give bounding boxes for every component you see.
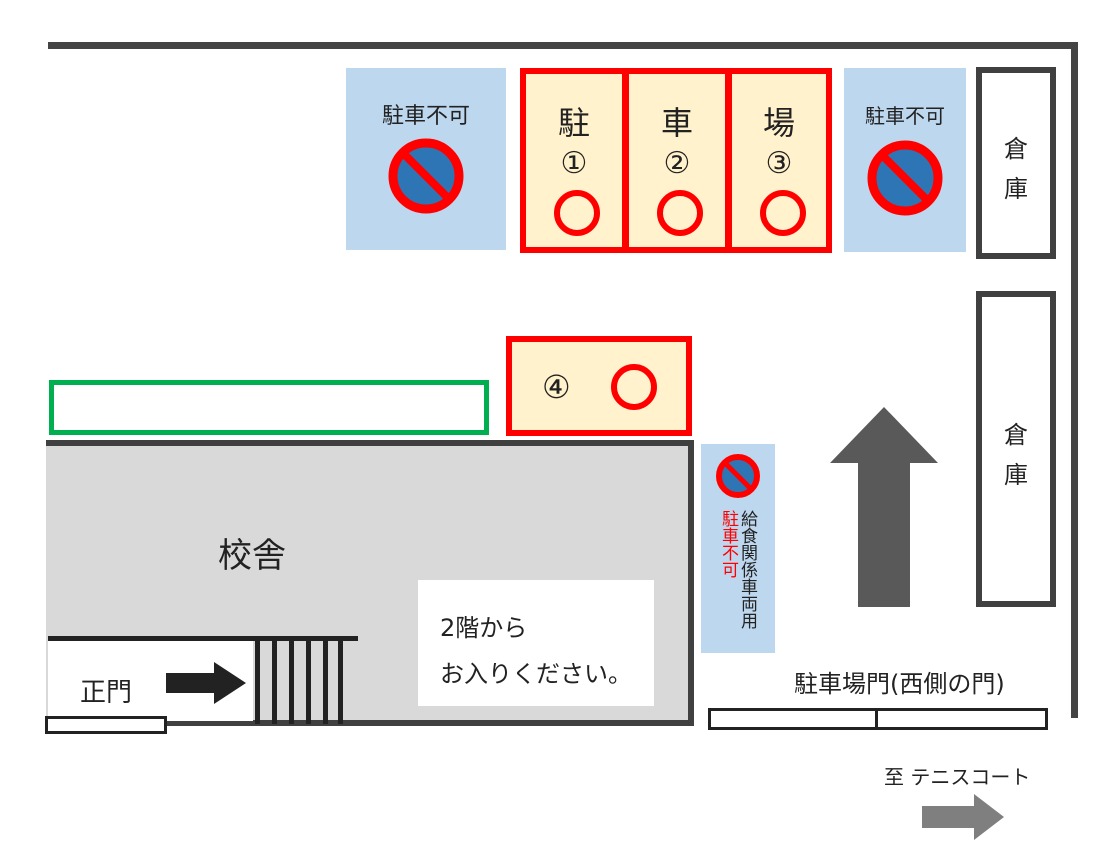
storage-shed-top: 倉庫 bbox=[976, 67, 1056, 259]
lunch-vehicle-text: 給食関係車両用 bbox=[737, 510, 757, 629]
no-parking-zone-right: 駐車不可 bbox=[844, 68, 966, 252]
tennis-court-label: 至 テニスコート bbox=[884, 765, 1031, 789]
steps-top-rail bbox=[48, 636, 358, 641]
no-parking-label: 駐車不可 bbox=[865, 104, 945, 128]
parking-gate-label: 駐車場門(西側の門) bbox=[794, 670, 1005, 698]
no-parking-icon bbox=[867, 140, 943, 216]
green-area bbox=[49, 380, 489, 435]
arrow-right-icon bbox=[922, 794, 1004, 840]
parking-slot-4: ④ bbox=[506, 336, 692, 436]
parking-gate-divider bbox=[875, 711, 878, 727]
step-line bbox=[272, 636, 277, 724]
entrance-note-line2: お入りください。 bbox=[440, 660, 632, 688]
available-circle-icon bbox=[760, 190, 806, 236]
main-gate bbox=[45, 716, 167, 734]
main-gate-label: 正門 bbox=[80, 678, 133, 708]
slot-char: 駐 bbox=[557, 104, 590, 142]
entrance-note: 2階から お入りください。 bbox=[418, 580, 654, 706]
parking-slot-3: 場 ③ bbox=[726, 68, 832, 253]
no-parking-icon bbox=[716, 454, 760, 498]
step-line bbox=[323, 636, 328, 724]
storage-label: 倉庫 bbox=[1004, 135, 1028, 203]
parking-slot-2: 車 ② bbox=[623, 68, 731, 253]
step-line bbox=[338, 636, 343, 724]
slot-number: ① bbox=[560, 146, 588, 181]
arrow-up-icon bbox=[830, 407, 938, 607]
step-line bbox=[289, 636, 294, 724]
no-parking-label: 駐車不可 bbox=[381, 104, 470, 129]
slot-number: ④ bbox=[542, 368, 571, 406]
right-wall bbox=[1071, 42, 1078, 718]
entrance-note-line1: 2階から bbox=[440, 614, 528, 642]
step-line bbox=[306, 636, 311, 724]
top-wall bbox=[48, 42, 1078, 49]
step-line bbox=[255, 636, 260, 724]
storage-shed-bottom: 倉庫 bbox=[976, 291, 1056, 607]
available-circle-icon bbox=[611, 364, 657, 410]
lunch-vehicle-zone: 駐車不可 給食関係車両用 bbox=[701, 444, 775, 653]
slot-char: 車 bbox=[660, 104, 693, 142]
available-circle-icon bbox=[554, 190, 600, 236]
school-label: 校舎 bbox=[218, 536, 286, 576]
available-circle-icon bbox=[657, 190, 703, 236]
no-parking-icon bbox=[388, 138, 464, 214]
slot-number: ② bbox=[663, 146, 691, 181]
slot-char: 場 bbox=[762, 104, 795, 142]
parking-slot-1: 駐 ① bbox=[520, 68, 628, 253]
storage-label: 倉庫 bbox=[1004, 421, 1028, 489]
lunch-zone-no-parking-text: 駐車不可 bbox=[718, 510, 738, 578]
arrow-right-icon bbox=[166, 662, 246, 704]
parking-gate bbox=[708, 708, 1048, 730]
no-parking-zone-left: 駐車不可 bbox=[346, 68, 506, 250]
slot-number: ③ bbox=[765, 146, 793, 181]
